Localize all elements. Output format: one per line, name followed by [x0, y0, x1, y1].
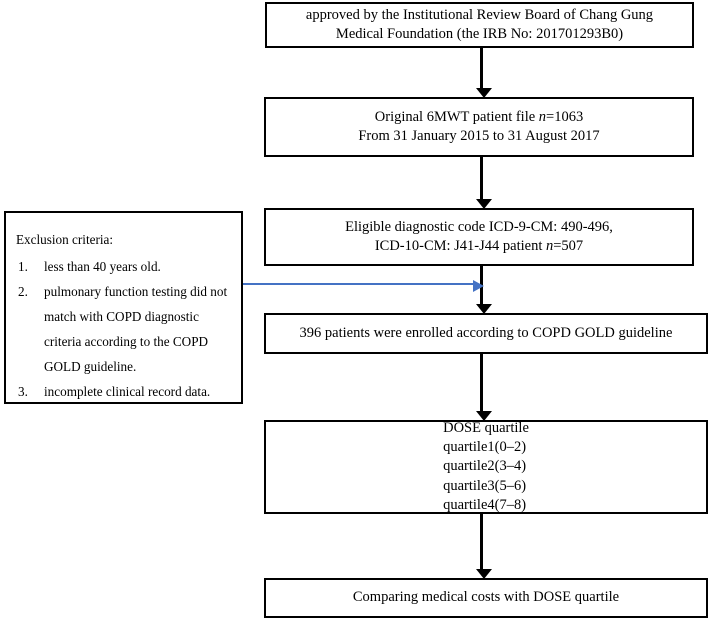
- node-patients-enrolled: 396 patients were enrolled according to …: [264, 313, 708, 354]
- exclusion-item-text: pulmonary function testing did not match…: [44, 284, 228, 375]
- connector-original-to-eligible-arrow: [476, 157, 492, 209]
- dose-quartile-2: quartile2(3–4): [443, 458, 527, 475]
- dose-quartile-title: DOSE quartile: [443, 419, 529, 436]
- node-original-6mwt-file: Original 6MWT patient file n=1063 From 3…: [264, 97, 694, 157]
- exclusion-item-text: incomplete clinical record data.: [44, 384, 211, 400]
- exclusion-item-text: less than 40 years old.: [44, 259, 161, 275]
- node-irb-line-1: approved by the Institutional Review Boa…: [305, 6, 654, 23]
- exclusion-item-number: 2.: [18, 284, 28, 300]
- node-enrolled-line-1: 396 patients were enrolled according to …: [299, 324, 673, 341]
- exclusion-criteria-item: 3. incomplete clinical record data.: [16, 379, 231, 404]
- connector-irb-to-original-arrow: [476, 48, 492, 98]
- dose-quartile-4: quartile4(7–8): [443, 496, 527, 513]
- exclusion-item-number: 1.: [18, 259, 28, 275]
- exclusion-criteria-item: 2. pulmonary function testing did not ma…: [16, 279, 231, 379]
- exclusion-criteria-heading: Exclusion criteria:: [16, 232, 114, 247]
- node-exclusion-criteria: Exclusion criteria: 1. less than 40 year…: [4, 211, 243, 404]
- node-compare-line-1: Comparing medical costs with DOSE quarti…: [352, 589, 620, 606]
- node-irb-approval: approved by the Institutional Review Boa…: [265, 2, 694, 48]
- node-original-line-1: Original 6MWT patient file n=1063: [374, 108, 584, 125]
- node-eligible-diagnostic-code: Eligible diagnostic code ICD-9-CM: 490-4…: [264, 208, 694, 266]
- dose-quartile-block: DOSE quartile quartile1(0–2) quartile2(3…: [443, 419, 529, 515]
- node-original-line-2: From 31 January 2015 to 31 August 2017: [358, 128, 600, 144]
- exclusion-criteria-list: 1. less than 40 years old. 2. pulmonary …: [16, 254, 231, 404]
- dose-quartile-3: quartile3(5–6): [443, 477, 527, 494]
- exclusion-item-number: 3.: [18, 384, 28, 400]
- node-eligible-line-1: Eligible diagnostic code ICD-9-CM: 490-4…: [345, 218, 613, 235]
- exclusion-criteria-item: 1. less than 40 years old.: [16, 254, 231, 279]
- node-irb-line-2: Medical Foundation (the IRB No: 20170129…: [335, 26, 624, 42]
- node-comparing-medical-costs: Comparing medical costs with DOSE quarti…: [264, 578, 708, 618]
- connector-enrolled-to-dose-arrow: [476, 354, 492, 421]
- node-eligible-line-2: ICD-10-CM: J41-J44 patient n=507: [374, 238, 584, 254]
- connector-exclusion-to-flow-arrow: [243, 279, 484, 292]
- dose-quartile-1: quartile1(0–2): [443, 439, 527, 456]
- node-dose-quartile: DOSE quartile quartile1(0–2) quartile2(3…: [264, 420, 708, 514]
- connector-dose-to-compare-arrow: [476, 514, 492, 579]
